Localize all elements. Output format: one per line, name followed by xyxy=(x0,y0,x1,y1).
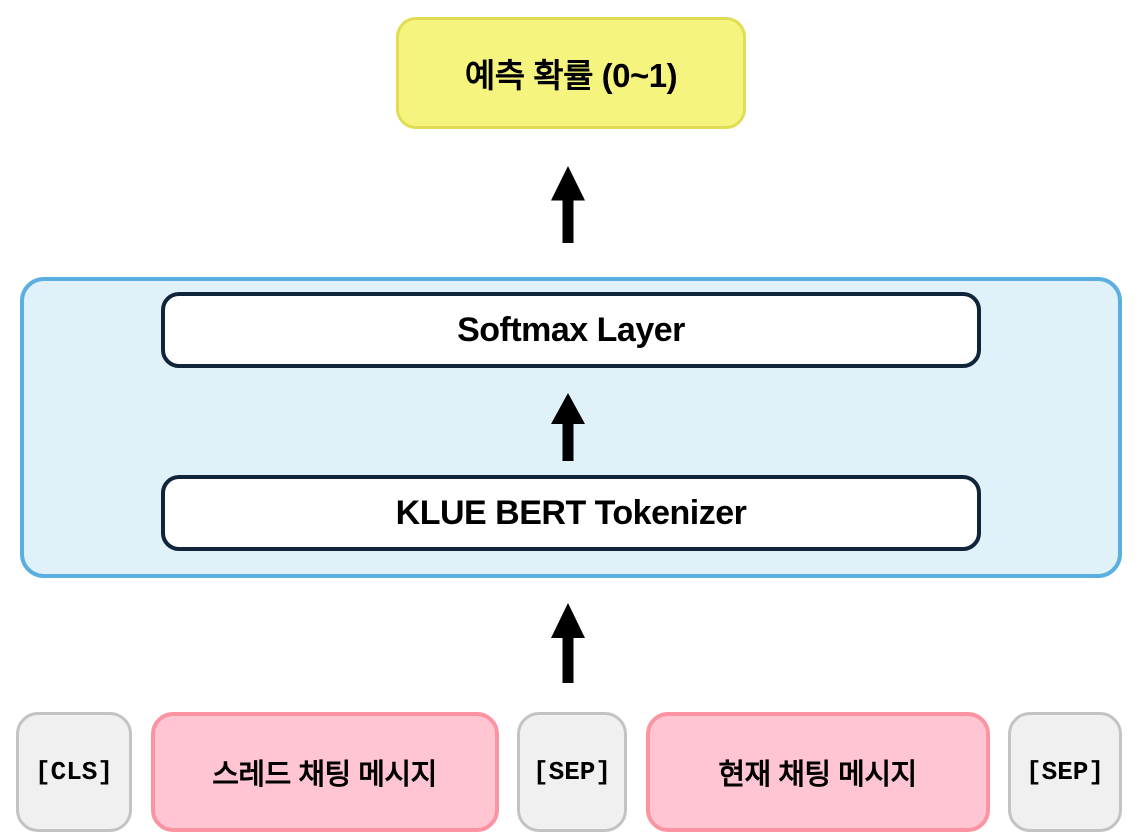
up-arrow-icon xyxy=(548,393,588,461)
token-sep-1: [SEP] xyxy=(517,712,627,832)
token-sep-1-label: [SEP] xyxy=(532,757,611,787)
token-thread-message-label: 스레드 채팅 메시지 xyxy=(212,759,437,791)
softmax-layer-box: Softmax Layer xyxy=(161,292,981,368)
token-current-message-label: 현재 채팅 메시지 xyxy=(718,759,917,791)
token-sep-2-label: [SEP] xyxy=(1025,757,1104,787)
up-arrow-icon xyxy=(548,603,588,683)
klue-bert-tokenizer-box: KLUE BERT Tokenizer xyxy=(161,475,981,551)
token-sep-2: [SEP] xyxy=(1008,712,1122,832)
up-arrow-icon xyxy=(548,166,588,243)
softmax-layer-label: Softmax Layer xyxy=(457,310,685,349)
prediction-output-box: 예측 확률 (0~1) xyxy=(396,17,746,129)
input-token-row: [CLS] 스레드 채팅 메시지 [SEP] 현재 채팅 메시지 [SEP] xyxy=(16,712,1122,832)
token-current-message: 현재 채팅 메시지 xyxy=(645,712,990,832)
klue-bert-tokenizer-label: KLUE BERT Tokenizer xyxy=(395,493,747,532)
token-cls: [CLS] xyxy=(16,712,132,832)
prediction-output-label: 예측 확률 (0~1) xyxy=(464,57,678,94)
token-thread-message: 스레드 채팅 메시지 xyxy=(150,712,499,832)
token-cls-label: [CLS] xyxy=(34,757,113,787)
model-container: Softmax Layer KLUE BERT Tokenizer xyxy=(20,277,1122,578)
